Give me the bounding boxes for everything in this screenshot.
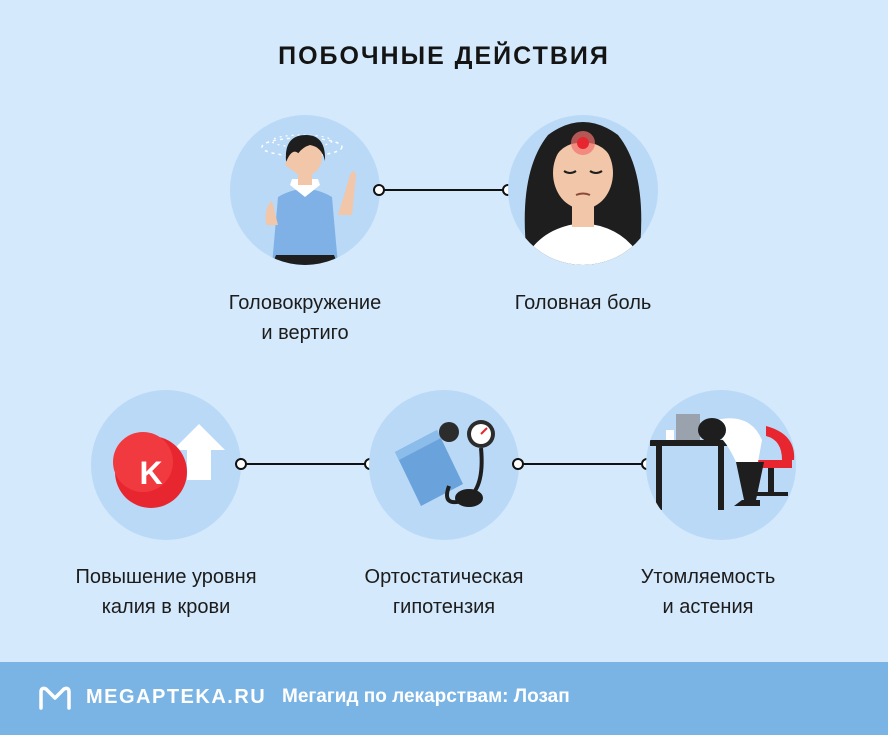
tired-woman-desk-icon [646,390,796,540]
headache-woman-icon [508,115,658,265]
page-title: ПОБОЧНЫЕ ДЕЙСТВИЯ [278,42,610,70]
footer: MEGAPTEKA.RU Мегагид по лекарствам: Лоза… [0,662,888,735]
megapteka-logo-icon [39,686,71,710]
connector-potassium-hypotension [235,457,376,471]
brand-name[interactable]: MEGAPTEKA.RU [86,686,267,708]
dizzy-woman-icon [230,115,380,265]
connector-hypotension-fatigue [512,457,653,471]
footer-tagline: Мегагид по лекарствам: Лозап [282,686,570,707]
potassium-up-icon: K [91,390,241,540]
connector-dizziness-headache [373,183,514,197]
blood-pressure-cuff-icon [369,390,519,540]
potassium-symbol: K [139,455,162,491]
effect-label-headache: Головная боль [514,292,652,314]
